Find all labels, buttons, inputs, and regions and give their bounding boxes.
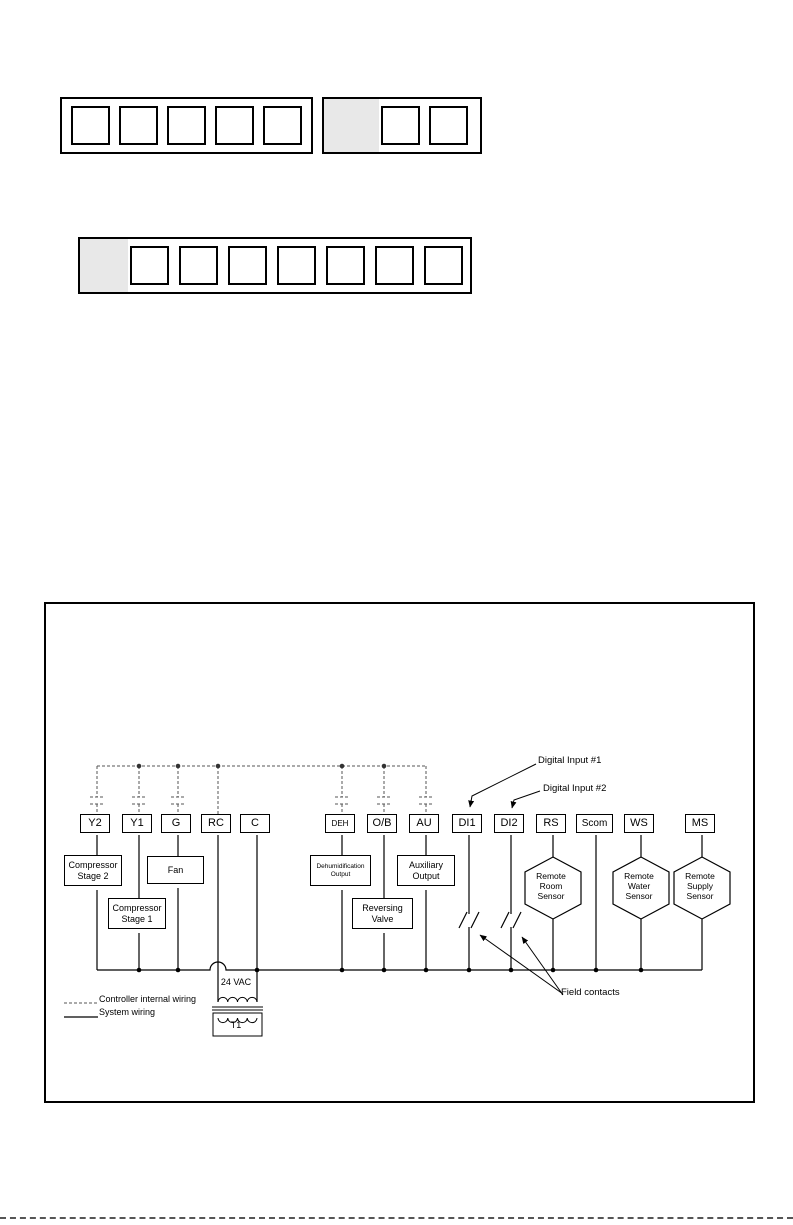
supply-sensor-label: Remote Supply Sensor (672, 871, 728, 901)
terminal-cell (429, 106, 468, 145)
terminal-cell (375, 246, 414, 285)
load-compressor-stage-1: Compressor Stage 1 (108, 898, 166, 929)
field-contacts-annotation: Field contacts (561, 987, 620, 998)
supply-sensor-hexagon (673, 856, 731, 920)
sensor-label-line: Remote (536, 871, 566, 881)
transformer-symbol (212, 996, 263, 1037)
room-sensor-label: Remote Room Sensor (523, 871, 579, 901)
terminal-cell (130, 246, 169, 285)
terminal-cell (381, 106, 420, 145)
terminal-cell (167, 106, 206, 145)
terminal-cell (424, 246, 463, 285)
terminal-AU: AU (409, 814, 439, 833)
water-sensor-hexagon (612, 856, 670, 920)
sensor-label-line: Remote (685, 871, 715, 881)
terminal-Y2: Y2 (80, 814, 110, 833)
legend-internal-wiring-label: Controller internal wiring (99, 994, 197, 1004)
terminal-strip-top-left (60, 97, 313, 154)
transformer-name-label: T1 (230, 1020, 242, 1030)
terminal-G: G (161, 814, 191, 833)
terminal-cell (71, 106, 110, 145)
load-reversing-valve: Reversing Valve (352, 898, 413, 929)
terminal-cell (228, 246, 267, 285)
water-sensor-label: Remote Water Sensor (611, 871, 667, 901)
load-label: Auxiliary (408, 859, 443, 870)
load-label: Dehumidification (316, 862, 365, 870)
terminal-OB: O/B (367, 814, 397, 833)
bus-junction-dots (136, 967, 644, 973)
sensor-label-line: Sensor (625, 891, 653, 901)
field-contact-symbols (458, 911, 522, 929)
load-label: Fan (167, 864, 184, 875)
load-label: Output (412, 870, 440, 881)
load-label: Stage 2 (77, 870, 109, 881)
load-auxiliary-output: Auxiliary Output (397, 855, 455, 886)
terminal-RS: RS (536, 814, 566, 833)
sensor-label-line: Sensor (686, 891, 714, 901)
strip-shaded-section (80, 239, 128, 292)
load-fan: Fan (147, 856, 204, 884)
room-sensor-hexagon (524, 856, 582, 920)
sensor-label-line: Water (627, 881, 651, 891)
system-wiring-group (96, 835, 703, 1002)
load-label: Compressor (68, 859, 118, 870)
internal-wiring-group (90, 765, 433, 816)
terminal-cell (179, 246, 218, 285)
terminal-DI2: DI2 (494, 814, 524, 833)
internal-junction-dots (136, 763, 387, 769)
load-compressor-stage-2: Compressor Stage 2 (64, 855, 122, 886)
terminal-cell (119, 106, 158, 145)
sensor-label-line: Remote (624, 871, 654, 881)
wiring-diagram-frame (44, 602, 755, 1103)
common-bus-wire (97, 961, 702, 971)
terminal-cell (215, 106, 254, 145)
strip-shaded-section (324, 99, 379, 152)
load-dehumidification-output: Dehumidification Output (310, 855, 371, 886)
page-tear-line (0, 1217, 793, 1219)
terminal-cell (277, 246, 316, 285)
digital-input-2-annotation: Digital Input #2 (543, 783, 607, 794)
annotation-arrows (468, 763, 564, 996)
sensor-label-line: Room (539, 881, 563, 891)
transformer-voltage-label: 24 VAC (220, 977, 252, 987)
terminal-strip-top-right (322, 97, 482, 154)
load-label: Stage 1 (121, 913, 153, 924)
load-label: Output (330, 870, 351, 878)
terminal-Y1: Y1 (122, 814, 152, 833)
digital-input-1-annotation: Digital Input #1 (538, 755, 602, 766)
terminal-RC: RC (201, 814, 231, 833)
sensor-label-line: Sensor (537, 891, 565, 901)
terminal-MS: MS (685, 814, 715, 833)
sensor-hexagons (524, 856, 731, 920)
terminal-DI1: DI1 (452, 814, 482, 833)
load-label: Compressor (112, 902, 162, 913)
load-label: Valve (371, 913, 394, 924)
load-label: Reversing (362, 902, 403, 913)
terminal-cell (326, 246, 365, 285)
wiring-diagram-svg (64, 763, 731, 1037)
terminal-DEH: DEH (325, 814, 355, 833)
legend-system-wiring-label: System wiring (99, 1007, 156, 1017)
terminal-Scom: Scom (576, 814, 613, 833)
terminal-cell (263, 106, 302, 145)
terminal-strip-middle (78, 237, 472, 294)
terminal-WS: WS (624, 814, 654, 833)
terminal-C: C (240, 814, 270, 833)
sensor-label-line: Supply (687, 881, 713, 891)
